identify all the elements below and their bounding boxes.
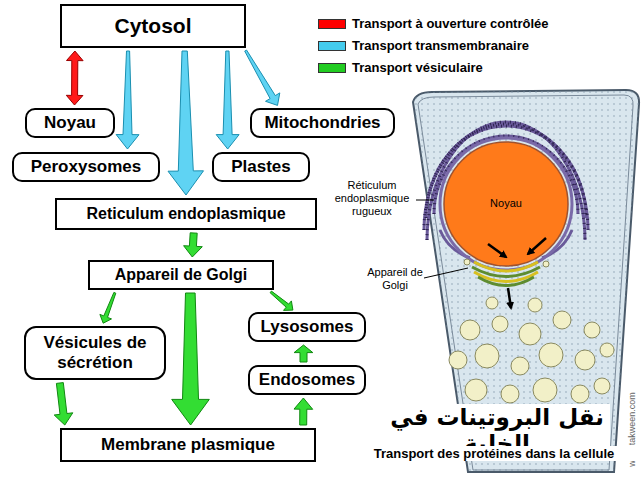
transport-arrow: [66, 51, 83, 105]
process-box: Endosomes: [248, 365, 366, 395]
legend-swatch: [318, 41, 346, 51]
secretory-vesicle: [492, 316, 508, 332]
process-box: Membrane plasmique: [60, 428, 316, 462]
transport-arrow: [168, 51, 204, 195]
process-box: Cytosol: [60, 4, 246, 48]
secretory-vesicle: [571, 385, 589, 403]
secretory-vesicle: [539, 343, 563, 367]
illustration-arrow: [528, 238, 546, 254]
box-label: Noyau: [44, 113, 96, 133]
transport-arrow: [184, 233, 203, 257]
secretory-vesicle: [460, 320, 480, 340]
illustration-arrow: [488, 244, 506, 257]
golgi-stack: [543, 261, 549, 267]
transport-arrow: [245, 50, 280, 105]
transport-arrow: [294, 345, 313, 362]
golgi-stack: [464, 259, 549, 286]
transport-arrow: [100, 292, 116, 323]
process-box: Lysosomes: [248, 312, 366, 342]
transport-arrow: [116, 51, 139, 149]
secretory-vesicle: [511, 357, 529, 375]
process-box: Peroxysomes: [12, 152, 160, 182]
transport-arrow: [294, 398, 313, 425]
secretory-vesicle: [553, 311, 571, 329]
legend-text: Transport transmembranaire: [352, 38, 642, 53]
process-box: Mitochondries: [250, 108, 395, 138]
box-label: Appareil de Golgi: [115, 266, 247, 284]
process-box: Noyau: [25, 108, 115, 138]
transport-arrow: [172, 293, 210, 425]
leader-line: [416, 200, 434, 201]
box-label: Lysosomes: [261, 317, 354, 337]
secretory-vesicle: [594, 378, 610, 394]
leader-line: [416, 200, 468, 278]
secretory-vesicle: [501, 385, 519, 403]
part-label: Noyau: [476, 197, 536, 210]
secretory-vesicle: [465, 379, 487, 401]
legend-swatch: [318, 63, 346, 73]
secretory-vesicle: [486, 297, 498, 309]
secretory-vesicle: [475, 344, 499, 368]
secretory-vesicle: [584, 322, 600, 338]
box-label: Endosomes: [259, 370, 355, 390]
legend-text: Transport à ouverture contrôlée: [352, 16, 642, 31]
box-label: Peroxysomes: [31, 157, 142, 177]
box-label: Cytosol: [114, 14, 191, 38]
secretory-vesicle: [449, 351, 467, 369]
transport-arrow: [270, 291, 293, 310]
box-label: Mitochondries: [264, 113, 380, 133]
process-box: Plastes: [212, 152, 310, 182]
process-box: Appareil de Golgi: [88, 260, 274, 290]
part-label: Appareil de Golgi: [366, 266, 424, 292]
box-label: Plastes: [231, 157, 291, 177]
box-label: Reticulum endoplasmique: [86, 205, 285, 223]
nucleus: [440, 138, 572, 270]
box-label: Vésicules de sécrétion: [32, 333, 158, 372]
legend-swatch: [318, 19, 346, 29]
secretory-vesicle: [600, 343, 614, 357]
golgi-stack: [478, 277, 534, 286]
transport-arrow: [54, 383, 73, 425]
caption: Transport des protéines dans la cellule: [350, 446, 638, 461]
leader-line: [424, 268, 468, 278]
golgi-stack: [474, 262, 538, 271]
process-box: Vésicules de sécrétion: [24, 326, 166, 380]
secretory-vesicle: [449, 297, 614, 403]
secretory-vesicle: [519, 323, 541, 345]
secretory-vesicle: [533, 378, 557, 402]
part-label: Réticulum endoplasmique rugueux: [328, 179, 416, 219]
nucleus: [440, 138, 572, 270]
watermark: www.takween.com: [627, 379, 638, 479]
secretory-vesicle: [575, 350, 595, 370]
illustration-arrow: [488, 238, 546, 308]
nucleus: [444, 142, 568, 266]
legend-text: Transport vésiculaire: [352, 60, 642, 75]
secretory-vesicle: [528, 298, 542, 312]
illustration-arrow: [508, 288, 511, 308]
process-box: Reticulum endoplasmique: [55, 198, 317, 230]
transport-arrow: [216, 51, 239, 149]
golgi-stack: [464, 259, 470, 265]
box-label: Membrane plasmique: [101, 435, 275, 455]
